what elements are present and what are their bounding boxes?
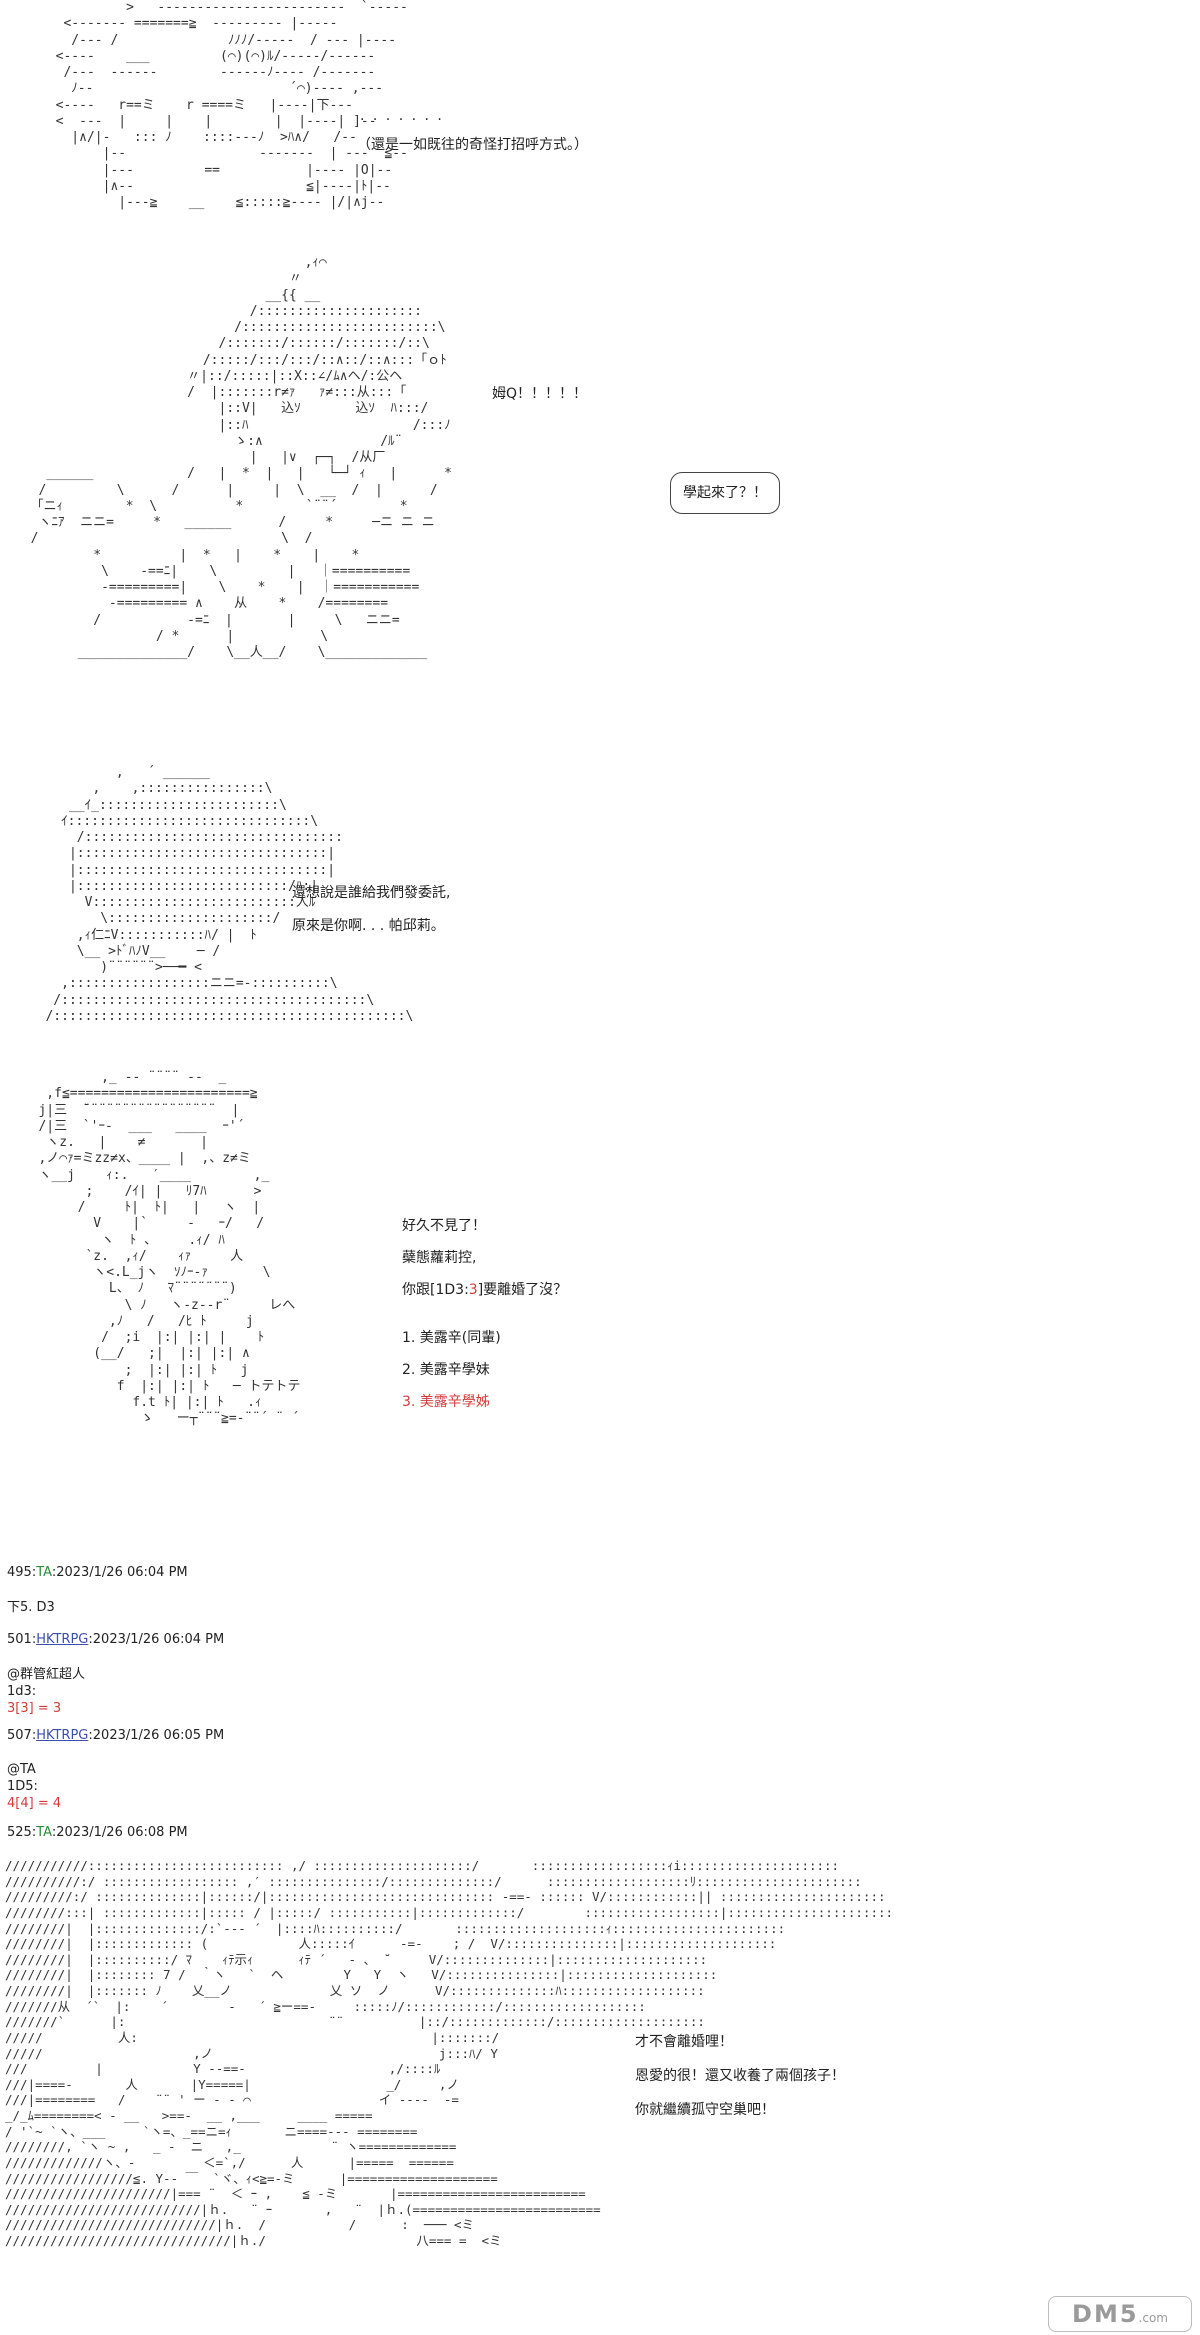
greeting-remark: （還是一如既往的奇怪打招呼方式。）: [357, 137, 588, 153]
post-author: TA: [36, 1565, 52, 1580]
dice-result: 3: [468, 1282, 478, 1298]
dialogue-line: 還想說是誰給我們發委託,: [292, 885, 451, 901]
dice-roll: 1D5:: [7, 1779, 38, 1794]
dialogue-line: 蘗態蘿莉控,: [402, 1250, 477, 1266]
dialogue-line: 好久不見了！: [402, 1218, 486, 1234]
choice-option: 2. 美露辛學妹: [402, 1362, 490, 1378]
post-time: :2023/1/26 06:04 PM: [88, 1632, 225, 1647]
ascii-art-greeting: > ------------------------ `----- <-----…: [55, 0, 408, 210]
question-suffix: ]要離婚了沒？: [477, 1282, 568, 1298]
dice-label: 1D3: [435, 1282, 465, 1298]
dialogue-line: 你就繼續孤守空巢吧！: [635, 2102, 775, 2118]
choice-option: 1. 美露辛(同輩): [402, 1330, 501, 1346]
choice-option-selected: 3. 美露辛學姊: [402, 1394, 490, 1410]
post-number: 495:: [7, 1565, 37, 1580]
speech-bubble-text: 學起來了？！: [683, 485, 767, 501]
shout-text: 姆Q！！！！！: [492, 386, 588, 402]
ellipsis-text: . . . . . . .: [360, 108, 444, 124]
post-author-link[interactable]: HKTRPG: [36, 1728, 89, 1743]
post-number: 525:: [7, 1825, 37, 1840]
dialogue-line: 恩愛的很！還又收養了兩個孩子！: [635, 2068, 845, 2084]
dialogue-line: 原來是你啊. . . 帕邱莉。: [292, 918, 445, 934]
post-header: 525:TA:2023/1/26 06:08 PM: [7, 1825, 188, 1841]
post-header: 495:TA:2023/1/26 06:04 PM: [7, 1565, 188, 1581]
post-time: :2023/1/26 06:04 PM: [51, 1565, 188, 1580]
question-prefix: 你跟[: [402, 1282, 436, 1298]
dice-roll-result: 3[3] = 3: [7, 1701, 62, 1716]
speech-bubble: 學起來了？！: [670, 472, 780, 514]
ascii-art-character-hat: , ´ ______ , ,::::::::::::::::\ __ｲ_::::…: [45, 765, 414, 1024]
post-author-link[interactable]: HKTRPG: [36, 1632, 89, 1647]
site-watermark-logo: DM5.com: [1048, 2296, 1192, 2332]
ascii-art-shout: ,ｨ⌒ 〃 __{{ __ /::::::::::::::::::::: /::…: [30, 255, 452, 660]
dialogue-line: 才不會離婚哩！: [635, 2034, 733, 2050]
post-header: 501:HKTRPG:2023/1/26 06:04 PM: [7, 1632, 224, 1648]
post-header: 507:HKTRPG:2023/1/26 06:05 PM: [7, 1728, 224, 1744]
watermark-suffix: .com: [1138, 2311, 1168, 2325]
ascii-art-character-witch: ,_ -‐ ¨¨¨¨ ‐- _ ,f≦=====================…: [38, 1070, 301, 1427]
post-body: 下5. D3: [7, 1600, 55, 1615]
dice-question: 你跟[1D3:3]要離婚了沒？: [402, 1282, 567, 1299]
post-number: 507:: [7, 1728, 37, 1743]
post-mention: @群管紅超人: [7, 1667, 86, 1682]
ascii-art-family: ///////////:::::::::::::::::::::::::: ,/…: [5, 1858, 894, 2248]
post-number: 501:: [7, 1632, 37, 1647]
dice-roll: 1d3:: [7, 1684, 37, 1699]
post-author: TA: [36, 1825, 52, 1840]
post-time: :2023/1/26 06:05 PM: [88, 1728, 225, 1743]
dice-roll-result: 4[4] = 4: [7, 1796, 62, 1811]
post-time: :2023/1/26 06:08 PM: [51, 1825, 188, 1840]
post-mention: @TA: [7, 1762, 36, 1777]
watermark-main: DM5: [1072, 2300, 1139, 2328]
dice-separator: :: [464, 1282, 469, 1298]
